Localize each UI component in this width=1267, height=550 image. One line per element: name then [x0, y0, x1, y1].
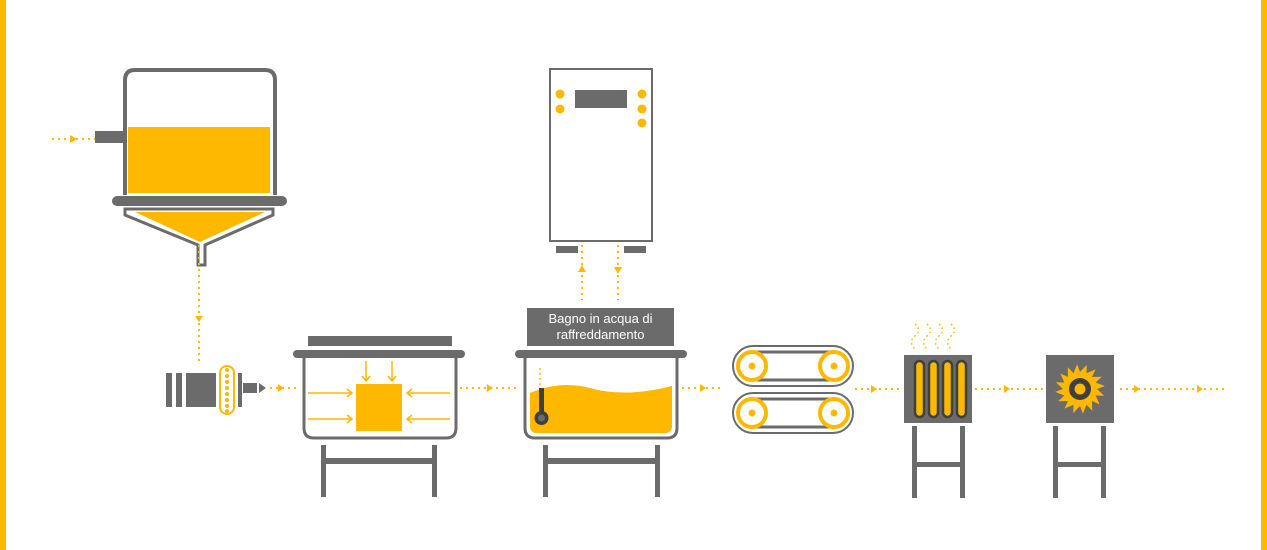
- belt-puller-icon: [732, 345, 854, 434]
- flow-chiller-return: [578, 245, 586, 300]
- flow-heater-to-cutter: [975, 385, 1045, 393]
- mold-press-icon: [293, 336, 465, 497]
- flow-bath-to-puller: [682, 384, 722, 392]
- right-accent-border: [1261, 0, 1267, 550]
- cooling-bath-icon: [515, 350, 687, 497]
- flow-mold-to-bath: [460, 384, 518, 392]
- flow-extruder-to-mold: [270, 384, 298, 392]
- heater-icon: [904, 323, 972, 498]
- chiller-unit-icon: [549, 68, 653, 253]
- flow-inlet: [52, 135, 95, 143]
- left-accent-border: [0, 0, 6, 550]
- cooling-bath-label: Bagno in acqua di raffreddamento: [527, 308, 674, 346]
- flow-hopper-to-extruder: [195, 245, 203, 365]
- saw-cutter-icon: [1046, 355, 1114, 498]
- hopper-tank-icon: [95, 68, 287, 267]
- flow-outlet: [1120, 385, 1228, 393]
- extruder-icon: [166, 365, 266, 415]
- flow-chiller-supply: [614, 245, 622, 300]
- flow-through-puller: [855, 385, 900, 393]
